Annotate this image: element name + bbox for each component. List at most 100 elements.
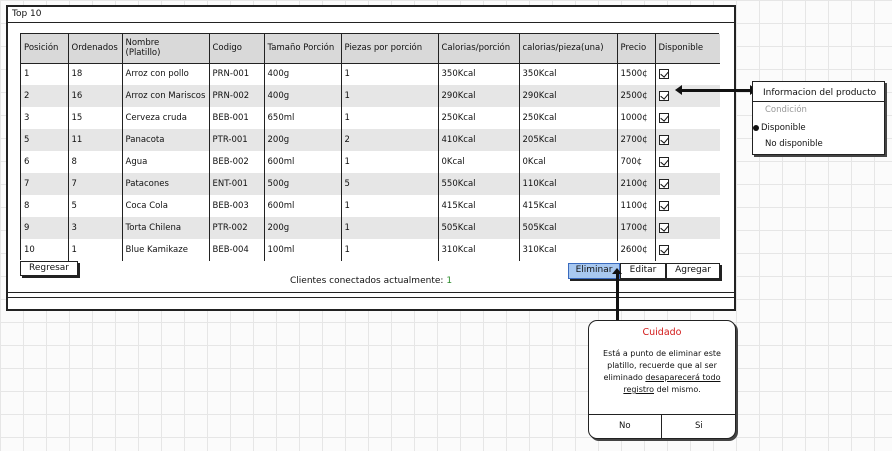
table-cell: BEB-001 (209, 107, 265, 129)
table-cell: 650ml (264, 107, 342, 129)
table-cell: 2 (341, 129, 439, 151)
table-cell: 9 (21, 217, 69, 239)
table-cell: 350Kcal (519, 63, 618, 85)
table-cell: 8 (21, 195, 69, 217)
column-header: Nombre (Platillo) (122, 34, 210, 64)
clientes-label: Clientes conectados actualmente: (290, 276, 444, 286)
disponible-checkbox[interactable] (658, 69, 669, 79)
table-cell: 8 (68, 151, 123, 173)
table-cell: 1100¢ (617, 195, 656, 217)
disponible-checkbox[interactable] (658, 156, 669, 167)
table-cell: 550Kcal (438, 173, 520, 195)
column-header: Posición (21, 34, 69, 64)
disponible-checkbox[interactable] (658, 222, 669, 233)
table-cell: 2100¢ (617, 173, 656, 195)
disponible-cell (655, 129, 720, 151)
disponible-checkbox[interactable] (658, 90, 669, 101)
option-disponible-label: Disponible (761, 123, 806, 133)
table-cell: 1 (341, 195, 439, 217)
table-cell: 5 (341, 173, 439, 195)
editar-button[interactable]: Editar (620, 263, 666, 279)
product-info-popup: Informacion del producto Condición Dispo… (752, 81, 885, 155)
table-cell: 410Kcal (438, 129, 520, 151)
disponible-cell (655, 173, 720, 195)
option-no-disponible[interactable]: No disponible (765, 139, 823, 149)
table-cell: Arroz con Mariscos (122, 85, 210, 107)
table-cell: 1 (341, 151, 439, 173)
table-cell: 110Kcal (519, 173, 618, 195)
table-cell: PRN-001 (209, 63, 265, 85)
table-cell: 1 (341, 85, 439, 107)
no-button[interactable]: No (619, 421, 631, 431)
table-cell: 290Kcal (519, 85, 618, 107)
table-cell: 0Kcal (519, 151, 618, 173)
column-header: Precio (617, 34, 656, 64)
table-cell: 250Kcal (438, 107, 520, 129)
table-cell: 10 (21, 239, 69, 261)
dialog-body: Está a punto de eliminar este platillo, … (593, 348, 731, 396)
table-cell: PTR-002 (209, 217, 265, 239)
agregar-button[interactable]: Agregar (666, 263, 720, 279)
table-cell: 7 (21, 173, 69, 195)
table-cell: 310Kcal (519, 239, 618, 261)
table-cell: 0Kcal (438, 151, 520, 173)
popup-title: Informacion del producto (763, 88, 877, 98)
clientes-status: Clientes conectados actualmente:1 (290, 276, 452, 286)
table-cell: 11 (68, 129, 123, 151)
table-cell: 5 (21, 129, 69, 151)
disponible-checkbox[interactable] (658, 200, 669, 211)
table-cell: PTR-001 (209, 129, 265, 151)
dialog-divider (589, 414, 735, 415)
table-cell: 1 (341, 63, 439, 85)
disponible-checkbox[interactable] (658, 244, 669, 255)
radio-selected-icon (753, 124, 759, 131)
popup-subtitle: Condición (765, 105, 807, 115)
table-cell: 250Kcal (519, 107, 618, 129)
table-cell: 400g (264, 85, 342, 107)
table-cell: Blue Kamikaze (122, 239, 210, 261)
table-cell: BEB-004 (209, 239, 265, 261)
delete-confirm-dialog: Cuidado Está a punto de eliminar este pl… (588, 320, 736, 439)
table-cell: 1 (341, 217, 439, 239)
column-header: Piezas por porción (341, 34, 439, 64)
table-cell: Agua (122, 151, 210, 173)
disponible-cell (655, 239, 720, 261)
table-cell: BEB-003 (209, 195, 265, 217)
disponible-checkbox[interactable] (658, 134, 669, 145)
table-cell: 1 (21, 63, 69, 85)
table-cell: 200g (264, 217, 342, 239)
table-cell: 1 (341, 107, 439, 129)
table-cell: 2500¢ (617, 85, 656, 107)
table-cell: BEB-002 (209, 151, 265, 173)
table-cell: Torta Chilena (122, 217, 210, 239)
column-header: Tamaño Porción (264, 34, 342, 64)
table-cell: 700¢ (617, 151, 656, 173)
si-button[interactable]: Si (695, 421, 703, 431)
table-cell: 1000¢ (617, 107, 656, 129)
disponible-checkbox[interactable] (658, 112, 669, 123)
regresar-button[interactable]: Regresar (20, 261, 78, 276)
table-cell: 1 (341, 239, 439, 261)
disponible-checkbox[interactable] (658, 178, 669, 189)
table-cell: 7 (68, 173, 123, 195)
column-header: Calorias/porción (438, 34, 520, 64)
window-title: Top 10 (8, 7, 734, 23)
table-cell: 290Kcal (438, 85, 520, 107)
option-disponible[interactable]: Disponible (753, 123, 806, 133)
table-cell: 505Kcal (519, 217, 618, 239)
table-cell: 1500¢ (617, 63, 656, 85)
table-cell: 600ml (264, 195, 342, 217)
action-button-group: Eliminar Editar Agregar (568, 263, 720, 279)
